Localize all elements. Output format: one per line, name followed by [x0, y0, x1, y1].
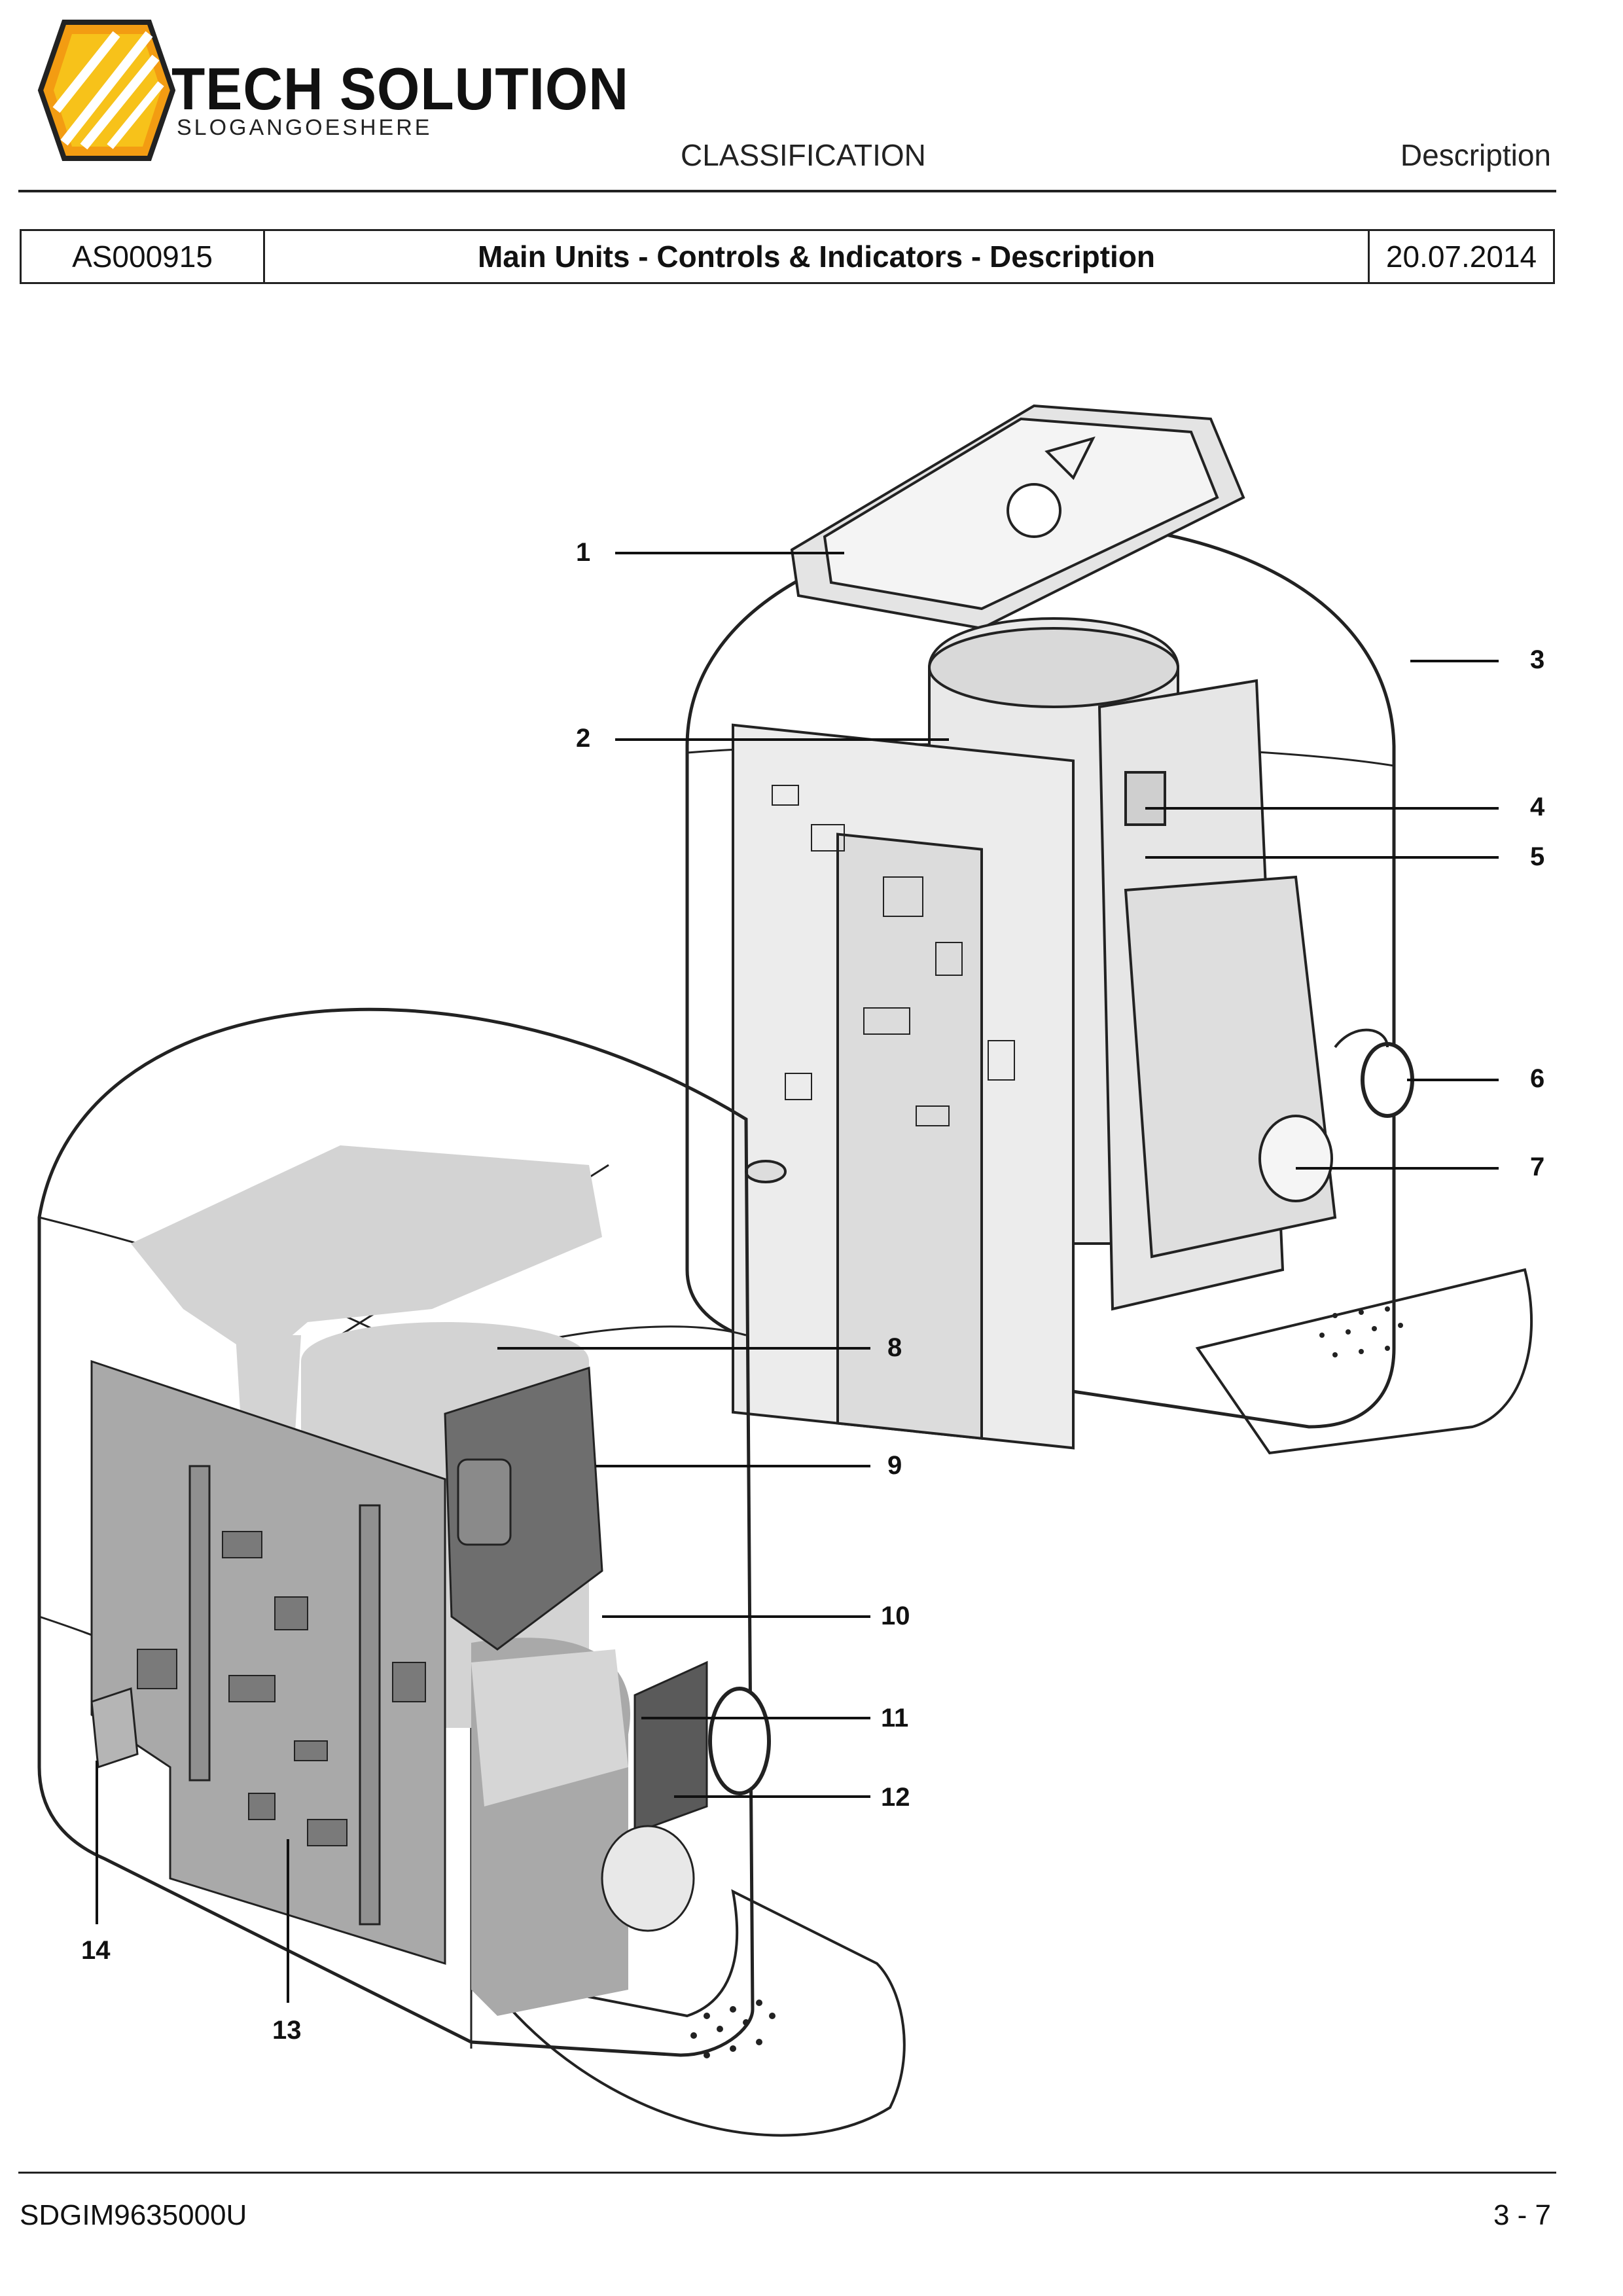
footer-document-code: SDGIM9635000U — [20, 2199, 247, 2231]
document-type: Description — [1400, 138, 1551, 172]
callout-2: 2 — [576, 724, 591, 753]
document-date: 20.07.2014 — [1385, 240, 1537, 274]
callout-3: 3 — [1530, 645, 1545, 674]
callout-9: 9 — [887, 1451, 902, 1480]
classification-label: CLASSIFICATION — [681, 138, 926, 172]
document-code: AS000915 — [22, 231, 265, 282]
callout-4: 4 — [1530, 793, 1545, 821]
callout-13: 13 — [272, 2016, 302, 2045]
callout-6: 6 — [1530, 1064, 1545, 1093]
callout-5: 5 — [1530, 842, 1545, 871]
footer-divider — [18, 2172, 1556, 2174]
exploded-unit-illustration — [37, 404, 1533, 2137]
brand-slogan: SLOGANGOESHERE — [177, 115, 433, 140]
callout-11: 11 — [881, 1704, 909, 1732]
callout-1: 1 — [576, 538, 591, 567]
callout-7: 7 — [1530, 1153, 1545, 1181]
callout-8: 8 — [887, 1333, 902, 1362]
document-info-table: AS000915 Main Units - Controls & Indicat… — [20, 229, 1555, 284]
company-logo — [37, 20, 175, 161]
footer-page-number: 3 - 7 — [1493, 2199, 1551, 2231]
brand-title: TECH SOLUTION — [171, 56, 629, 122]
document-title: Main Units - Controls & Indicators - Des… — [265, 231, 1370, 282]
header-divider — [18, 190, 1556, 192]
callout-10: 10 — [881, 1602, 910, 1630]
callout-12: 12 — [881, 1783, 910, 1812]
callout-14: 14 — [81, 1936, 111, 1965]
